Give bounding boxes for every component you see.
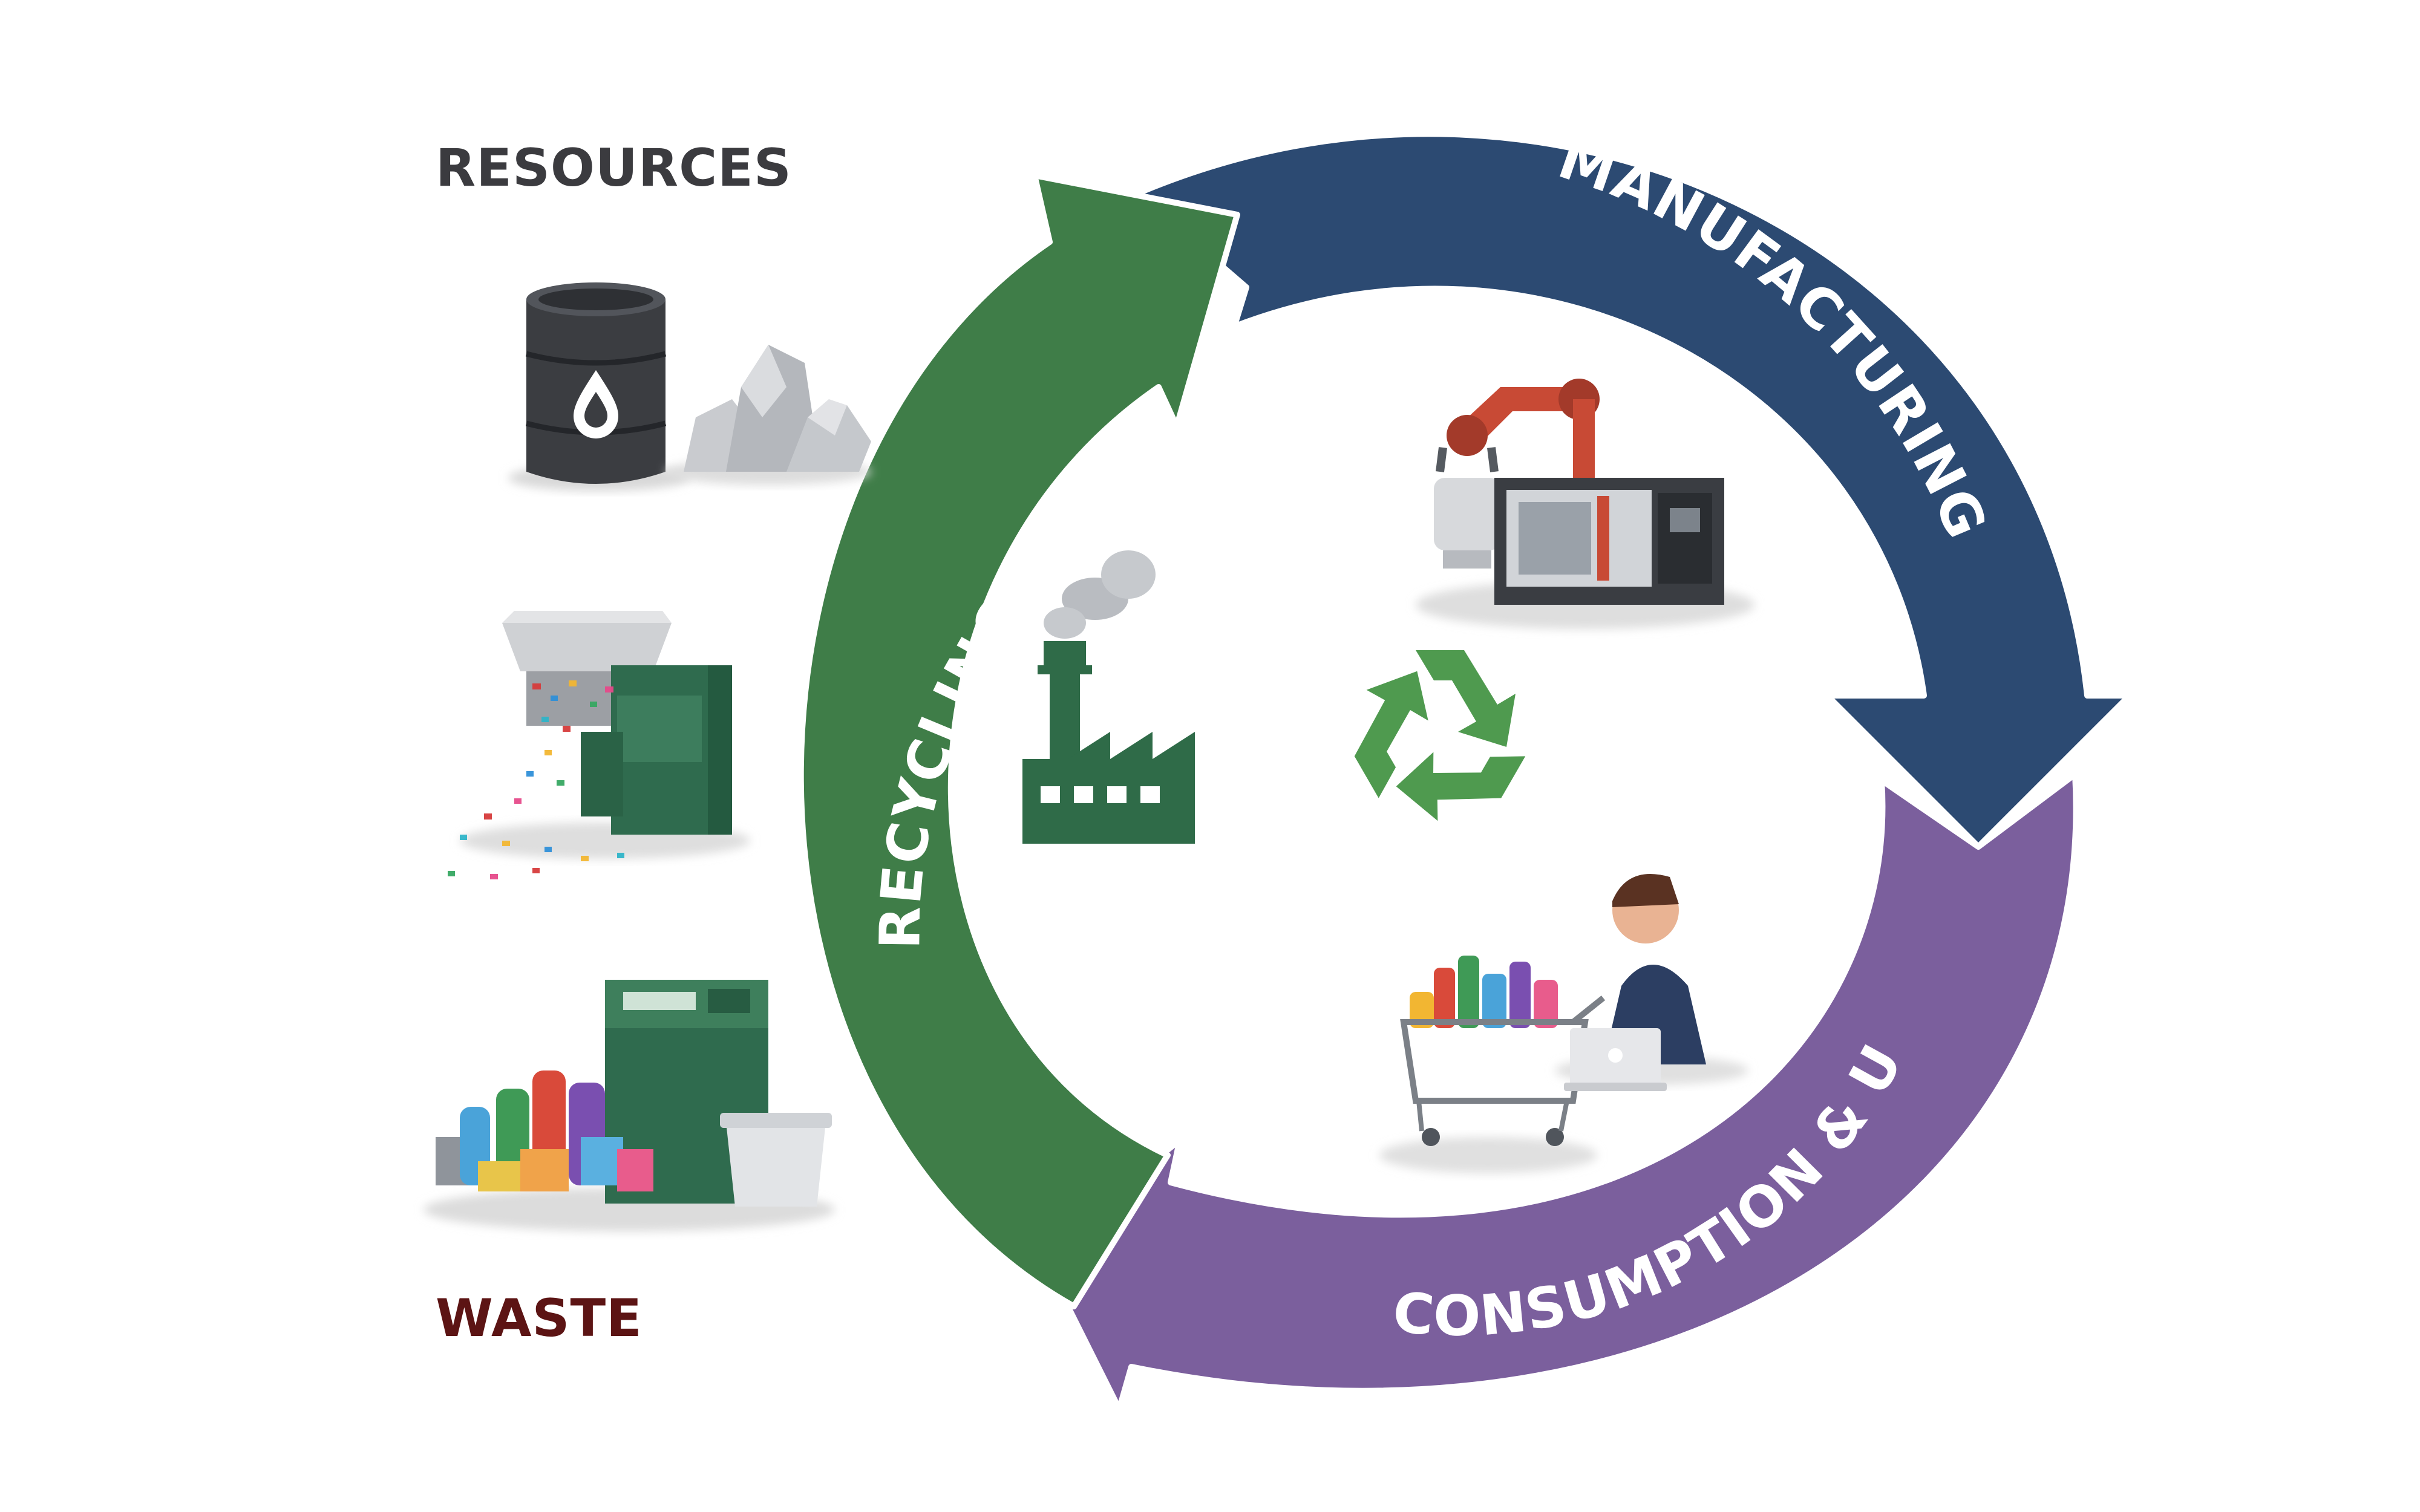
- resources-title: RESOURCES: [436, 138, 792, 198]
- consumption-arrow: [1038, 771, 2079, 1412]
- raw-ore-icon: [666, 345, 871, 485]
- cnc-machine-icon: [1494, 478, 1724, 605]
- manufacturing-arrow: [1134, 131, 2133, 850]
- oil-barrel-icon: [508, 282, 690, 491]
- factory-icon: [1022, 550, 1195, 844]
- recycle-symbol-icon: [1354, 650, 1526, 821]
- shredder-machine-icon: [448, 611, 750, 879]
- shopper-with-laptop-icon: [1555, 874, 1748, 1091]
- waste-title: WASTE: [436, 1288, 643, 1349]
- waste-pile-icon: [424, 980, 835, 1231]
- recycling-bin-icon: [720, 1113, 832, 1207]
- recycling-arrow: [797, 172, 1240, 1309]
- shopping-cart-icon: [1379, 956, 1606, 1173]
- robot-arm-icon: [1416, 379, 1754, 629]
